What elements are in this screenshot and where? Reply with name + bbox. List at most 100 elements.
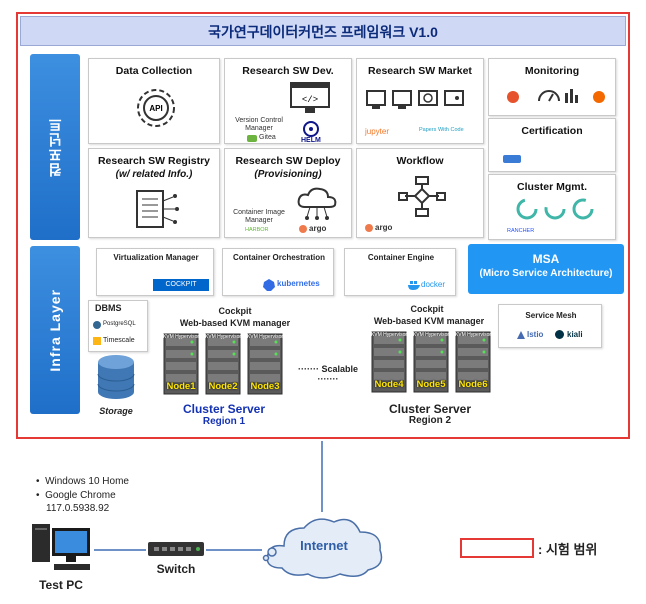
kvm-label: KVM Hypervisor xyxy=(204,334,242,340)
rancher-label: RANCHER xyxy=(507,228,535,234)
workflow-flowchart-icon xyxy=(398,176,446,217)
virtualization-manager-card: Virtualization Manager COCKPIT xyxy=(96,248,214,296)
legend-red-box xyxy=(460,538,534,558)
node-label: Node2 xyxy=(208,381,238,392)
istio-label: Istio xyxy=(527,330,544,339)
research-sw-dev-card: Research SW Dev. </> Version Control Man… xyxy=(224,58,352,144)
dbms-card: DBMS PostgreSQL Timescale xyxy=(88,300,148,352)
kvm-label: KVM Hypervisor xyxy=(412,332,450,338)
cockpit-badge: COCKPIT xyxy=(153,279,209,291)
node-label: Node6 xyxy=(458,379,488,390)
code-monitor-icon: </> xyxy=(290,82,330,113)
internet-label: Internet xyxy=(300,538,348,553)
container-orchestration-card: Container Orchestration kubernetes xyxy=(222,248,334,296)
server-icon xyxy=(205,333,241,395)
test-pc-icon xyxy=(32,524,90,570)
env-bullet-1: • Windows 10 Home xyxy=(36,476,129,487)
storage-label: Storage xyxy=(99,406,133,416)
server-icon xyxy=(247,333,283,395)
workflow-title: Workflow xyxy=(396,155,444,167)
kubernetes-label: kubernetes xyxy=(277,279,320,288)
service-mesh-card: Service Mesh Istio kiali xyxy=(498,304,602,348)
engine-title: Container Engine xyxy=(367,253,435,262)
cockpit2-line2: Web-based KVM manager xyxy=(373,316,485,326)
dbms-title: DBMS xyxy=(95,303,122,313)
workflow-card: Workflow argo xyxy=(356,148,484,238)
kvm-label: KVM Hypervisor xyxy=(454,332,492,338)
research-sw-deploy-card: Research SW Deploy (Provisioning) Contai… xyxy=(224,148,352,238)
kubernetes-icon xyxy=(263,279,275,291)
node-label: Node1 xyxy=(166,381,196,392)
storage-cylinder-icon xyxy=(97,355,135,399)
monitoring-card: Monitoring xyxy=(488,58,616,116)
jupyter-label: jupyter xyxy=(365,127,390,136)
vcm-label: Version Control Manager xyxy=(235,117,283,132)
internet-cloud-icon xyxy=(262,518,383,579)
cluster2-region: Region 2 xyxy=(408,415,452,426)
cluster1-region: Region 1 xyxy=(202,416,246,427)
research-sw-market-title: Research SW Market xyxy=(368,65,472,77)
test-scope-frame xyxy=(16,12,630,439)
cloud-deploy-icon xyxy=(297,187,337,220)
postgresql-label: PostgreSQL xyxy=(103,321,136,327)
kiali-label: kiali xyxy=(567,330,583,339)
papers-label: Papers With Code xyxy=(419,127,464,133)
deploy-argo-label: argo xyxy=(309,224,327,233)
chrome-version: 117.0.5938.92 xyxy=(46,503,110,514)
research-sw-registry-card: Research SW Registry (w/ related Info.) xyxy=(88,148,220,238)
virtualization-title: Virtualization Manager xyxy=(113,253,199,262)
msa-title: MSA xyxy=(532,252,560,266)
registry-title: Research SW Registry xyxy=(97,155,211,167)
scalable-text: Scalable xyxy=(321,364,359,374)
node-label: Node4 xyxy=(374,379,404,390)
timescale-label: Timescale xyxy=(103,337,135,344)
istio-icon xyxy=(517,331,525,339)
kvm-label: KVM Hypervisor xyxy=(162,334,200,340)
gitea-label: Gitea xyxy=(259,134,276,141)
env-bullet-2-text: Google Chrome xyxy=(45,490,116,501)
cluster2-name: Cluster Server xyxy=(388,402,472,416)
cockpit1-line1: Cockpit xyxy=(218,306,252,316)
cluster1-name: Cluster Server xyxy=(182,402,266,416)
scalable-dots-left: ······· xyxy=(297,364,319,374)
market-icons xyxy=(366,90,464,109)
kvm-label: KVM Hypervisor xyxy=(370,332,408,338)
env-bullet-2: • Google Chrome xyxy=(36,490,116,501)
framework-title: 국가연구데이터커먼즈 프레임워크 V1.0 xyxy=(20,16,626,46)
container-engine-card: Container Engine docker xyxy=(344,248,456,296)
certification-card: Certification xyxy=(488,118,616,172)
deploy-subtitle: (Provisioning) xyxy=(254,169,322,180)
gitea-icon xyxy=(247,135,257,142)
env-bullet-1-text: Windows 10 Home xyxy=(45,476,129,487)
cockpit1-line2: Web-based KVM manager xyxy=(179,318,291,328)
scalable-dots-right: ······· xyxy=(317,374,339,384)
monitoring-icons xyxy=(507,89,605,103)
docker-icon xyxy=(408,281,420,290)
server-icon xyxy=(413,331,449,393)
kiali-icon xyxy=(555,330,564,339)
registry-subtitle: (w/ related Info.) xyxy=(115,169,193,180)
docker-label: docker xyxy=(421,280,446,289)
msa-subtitle: (Micro Service Architecture) xyxy=(479,268,613,279)
data-collection-title: Data Collection xyxy=(115,65,193,77)
components-sidebar: 컴포넌트 xyxy=(30,54,80,240)
orchestration-title: Container Orchestration xyxy=(233,253,326,262)
certification-title: Certification xyxy=(521,125,583,137)
svg-text:</>: </> xyxy=(302,95,318,105)
harbor-label: HARBOR xyxy=(245,227,269,233)
msa-box: MSA (Micro Service Architecture) xyxy=(468,244,624,294)
timescale-icon xyxy=(93,337,101,345)
monitoring-title: Monitoring xyxy=(524,65,580,77)
switch-icon xyxy=(148,542,204,556)
cockpit2-line1: Cockpit xyxy=(410,304,444,314)
workflow-argo-icon xyxy=(365,224,373,232)
postgresql-icon xyxy=(93,321,101,329)
cluster-mgmt-title: Cluster Mgmt. xyxy=(516,181,587,193)
registry-document-icon xyxy=(136,190,179,228)
switch-label: Switch xyxy=(156,562,196,576)
api-gear-icon: API xyxy=(137,89,175,127)
kvm-label: KVM Hypervisor xyxy=(246,334,284,340)
